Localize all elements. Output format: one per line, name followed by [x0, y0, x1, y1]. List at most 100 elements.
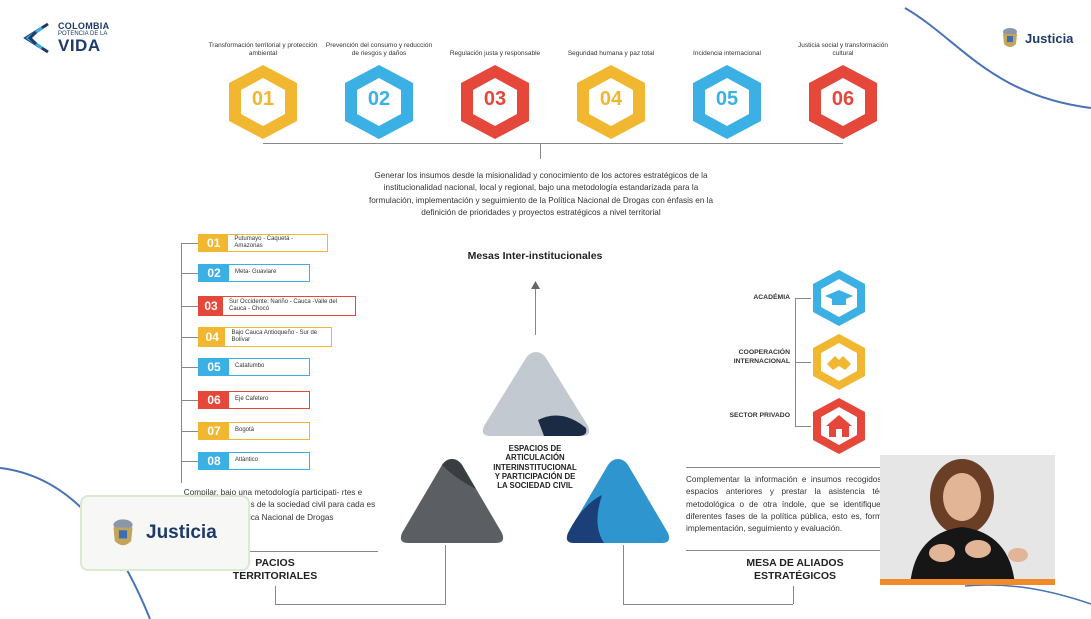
- aliados-title-line2: ESTRATÉGICOS: [753, 570, 837, 583]
- region-number: 05: [199, 359, 229, 375]
- interpreter-figure: [880, 455, 1055, 585]
- region-label: Catatumbo: [235, 363, 265, 370]
- logo-text-colombia: COLOMBIA: [58, 21, 110, 31]
- step-number: 03: [483, 88, 507, 110]
- region-number: 01: [199, 235, 229, 251]
- handshake-icon: [813, 334, 865, 390]
- step-number: 02: [367, 88, 391, 110]
- coat-of-arms-icon: [113, 519, 133, 546]
- espacios-title: PACIOS TERRITORIALES: [200, 557, 350, 583]
- left-connector: [275, 586, 276, 604]
- region-branch: [181, 273, 198, 274]
- hexagon-icon: [809, 65, 877, 139]
- hexagon-icon: [577, 65, 645, 139]
- house-icon: [813, 398, 865, 454]
- region-branch: [181, 306, 198, 307]
- colombia-potencia-logo: COLOMBIA POTENCIA DE LA VIDA: [18, 20, 138, 56]
- justicia-overlay-card: Justicia: [80, 495, 250, 571]
- region-branch: [181, 367, 198, 368]
- step-label: Prevención del consumo y reducción de ri…: [325, 41, 433, 57]
- espacios-title-line2: TERRITORIALES: [232, 570, 318, 583]
- aliados-title-line1: MESA DE ALIADOS: [746, 557, 844, 569]
- step-label: Transformación territorial y protección …: [208, 41, 318, 57]
- region-item: 06 Eje Cafetero: [198, 391, 310, 409]
- region-item: 04 Bajo Cauca Antioqueño - Sur de Bolíva…: [198, 327, 332, 347]
- region-number: 02: [199, 265, 229, 281]
- colombia-logo-icon: [23, 22, 49, 54]
- justicia-card-text: Justicia: [146, 522, 217, 543]
- region-label: Atlántico: [235, 457, 259, 464]
- logo-text-potencia: POTENCIA DE LA: [58, 31, 108, 37]
- step-label: Incidencia internacional: [693, 49, 761, 57]
- center-triangle-left: [400, 459, 504, 543]
- step-label: Justicia social y transformación cultura…: [798, 41, 888, 57]
- justicia-logo-top: Justicia: [999, 26, 1073, 50]
- hexagon-icon: [345, 65, 413, 139]
- steps-connector: [263, 143, 843, 144]
- sign-language-interpreter-video: [880, 455, 1055, 585]
- region-item: 07 Bogotá: [198, 422, 310, 440]
- region-branch: [181, 400, 198, 401]
- logo-text-vida: VIDA: [58, 36, 101, 55]
- center-triangle-right: [566, 459, 670, 543]
- steps-connector-stem: [540, 143, 541, 159]
- region-item: 05 Catatumbo: [198, 358, 310, 376]
- region-label: Eje Cafetero: [235, 396, 269, 403]
- espacios-underline: [168, 551, 378, 552]
- region-branch: [181, 461, 198, 462]
- region-branch: [181, 243, 198, 244]
- region-item: 02 Meta- Guaviare: [198, 264, 310, 282]
- center-title-line2: ARTICULACIÓN: [505, 453, 565, 463]
- ally-label-sector-privado: SECTOR PRIVADO: [729, 412, 790, 419]
- graduation-cap-icon: [813, 270, 865, 326]
- region-item: 01 Putumayo - Caquetá - Amazonas: [198, 234, 328, 252]
- center-title-line1: ESPACIOS DE: [508, 444, 562, 453]
- center-triangle-top: [482, 352, 590, 436]
- region-label: Putumayo - Caquetá - Amazonas: [234, 235, 294, 249]
- region-branch: [181, 431, 198, 432]
- center-title: ESPACIOS DE ARTICULACIÓN INTERINSTITUCIO…: [470, 444, 600, 491]
- aliados-title: MESA DE ALIADOS ESTRATÉGICOS: [710, 557, 880, 583]
- region-number: 03: [199, 297, 224, 315]
- right-connector-up: [623, 545, 624, 605]
- espacios-title-line1: PACIOS: [255, 557, 295, 569]
- step-number: 04: [599, 88, 623, 110]
- left-connector-h: [275, 604, 445, 605]
- region-number: 04: [199, 328, 226, 346]
- hexagon-icon: [693, 65, 761, 139]
- center-arrow-line: [535, 287, 536, 335]
- region-item: 08 Atlántico: [198, 452, 310, 470]
- step-label: Seguridad humana y paz total: [567, 49, 655, 57]
- step-06: Justicia social y transformación cultura…: [788, 32, 898, 142]
- ally-branch: [795, 426, 811, 427]
- left-connector-up: [445, 545, 446, 605]
- right-connector: [793, 586, 794, 604]
- hexagon-icon: [461, 65, 529, 139]
- right-connector-h: [623, 604, 793, 605]
- step-05: Incidencia internacional 05: [672, 32, 782, 142]
- center-title-line3: INTERINSTITUCIONAL: [493, 462, 577, 472]
- step-04: Seguridad humana y paz total 04: [556, 32, 666, 142]
- region-number: 06: [199, 392, 229, 408]
- hexagon-icon: [229, 65, 297, 139]
- region-number: 08: [199, 453, 229, 469]
- arrow-up-icon: [531, 281, 540, 289]
- center-title-line4: Y PARTICIPACIÓN DE: [494, 472, 576, 482]
- region-number: 07: [199, 423, 229, 439]
- step-03: Regulación justa y responsable 03: [440, 32, 550, 142]
- mesas-description: Generar los insumos desde la misionalida…: [368, 171, 714, 217]
- espacios-description: Compilar, bajo una metodología participa…: [170, 488, 376, 522]
- regions-tree-line: [181, 243, 182, 483]
- aliados-topline: [686, 467, 910, 468]
- step-number: 06: [831, 88, 855, 110]
- region-label: Bajo Cauca Antioqueño - Sur de Bolívar: [231, 329, 318, 343]
- step-number: 01: [251, 88, 275, 110]
- step-number: 05: [715, 88, 739, 110]
- aliados-description: Complementar la información e insumos re…: [686, 475, 910, 534]
- ally-label-academia: ACADÉMIA: [753, 294, 790, 301]
- region-label: Sur Occidente: Nariño - Cauca -Valle del…: [229, 298, 337, 312]
- ally-branch: [795, 362, 811, 363]
- region-item: 03 Sur Occidente: Nariño - Cauca -Valle …: [198, 296, 356, 316]
- region-branch: [181, 337, 198, 338]
- step-02: Prevención del consumo y reducción de ri…: [324, 32, 434, 142]
